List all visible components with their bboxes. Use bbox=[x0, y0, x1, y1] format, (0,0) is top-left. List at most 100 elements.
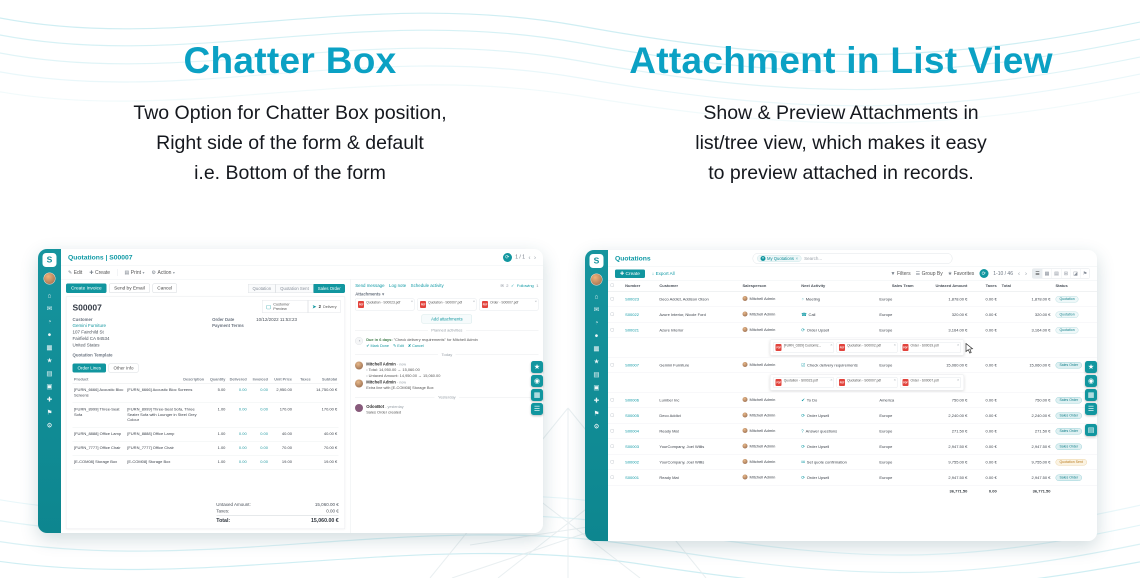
customer-cell[interactable]: YourCompany, Joel Willis bbox=[656, 438, 741, 455]
checkbox-cell[interactable] bbox=[608, 357, 623, 373]
delivered-cell[interactable]: 0.00 bbox=[226, 441, 249, 456]
sidebar-app-icon[interactable]: ✉ bbox=[46, 304, 53, 312]
column-header[interactable]: Quantity bbox=[205, 375, 227, 384]
checkbox-cell[interactable] bbox=[608, 291, 623, 307]
customer-cell[interactable]: Azure Interior bbox=[656, 322, 741, 338]
untaxed-cell[interactable]: 2,240.00 € bbox=[916, 407, 970, 424]
column-header[interactable]: Invoiced bbox=[248, 375, 270, 384]
remove-attachment-icon[interactable]: × bbox=[893, 377, 896, 383]
taxes-cell[interactable]: 0.00 € bbox=[969, 407, 1000, 424]
floating-tool-button[interactable]: ☰ bbox=[531, 403, 543, 415]
column-header[interactable]: Total bbox=[999, 280, 1053, 292]
row-checkbox[interactable] bbox=[610, 397, 614, 402]
attachment-chip[interactable]: PDF Quotation - S00002.pdf × bbox=[836, 342, 898, 353]
create-button[interactable]: ✚Create bbox=[615, 269, 645, 278]
sidebar-app-icon[interactable]: ★ bbox=[593, 357, 600, 365]
view-switcher-button[interactable]: ▦ bbox=[1042, 269, 1052, 278]
customer-link[interactable]: Gemini Furniture bbox=[72, 323, 107, 328]
number-cell[interactable]: S00001 bbox=[622, 469, 657, 486]
column-header[interactable]: Salesperson bbox=[740, 280, 799, 292]
quotation-row[interactable]: S00006 Lumber Inc Mitchell Admin ✔To Do … bbox=[608, 392, 1097, 408]
remove-attachment-icon[interactable]: × bbox=[410, 299, 414, 304]
taxes-cell[interactable]: 0.00 € bbox=[969, 423, 1000, 439]
sidebar-app-icon[interactable]: ⚑ bbox=[593, 409, 600, 417]
view-switcher-button[interactable]: ◪ bbox=[1070, 269, 1080, 278]
delivered-cell[interactable]: 0.00 bbox=[226, 455, 249, 470]
status-step[interactable]: Sales Order bbox=[313, 283, 346, 293]
row-checkbox[interactable] bbox=[610, 362, 614, 367]
next-activity-cell[interactable]: ✔To Do bbox=[798, 392, 877, 408]
unit-price-cell[interactable]: 70.00 bbox=[269, 441, 294, 456]
customer-cell[interactable]: Lumber Inc bbox=[656, 392, 741, 408]
quantity-cell[interactable]: 1.00 bbox=[205, 455, 227, 470]
salesperson-cell[interactable]: Mitchell Admin bbox=[740, 407, 799, 424]
unit-price-cell[interactable]: 40.00 bbox=[269, 427, 294, 442]
sidebar-app-icon[interactable]: ✉ bbox=[593, 305, 600, 313]
taxes-cell[interactable]: 0.00 € bbox=[969, 306, 1000, 323]
view-switcher-button[interactable]: ⊞ bbox=[1061, 269, 1071, 278]
description-cell[interactable]: [E-COM08] Storage Box bbox=[125, 455, 206, 470]
print-menu[interactable]: ▤Print▾ bbox=[125, 270, 145, 276]
attachments-header[interactable]: Attachments ▾ bbox=[355, 292, 538, 297]
remove-attachment-icon[interactable]: × bbox=[893, 342, 896, 348]
salesperson-cell[interactable]: Mitchell Admin bbox=[740, 469, 799, 486]
unit-price-cell[interactable]: 19.00 bbox=[269, 455, 294, 470]
next-activity-cell[interactable]: ☎Call bbox=[798, 306, 877, 323]
cancel-button[interactable]: Cancel bbox=[152, 283, 178, 293]
description-cell[interactable]: [FURN_8888] Office Lamp bbox=[125, 427, 206, 442]
send-by-email-button[interactable]: Send by Email bbox=[109, 283, 150, 293]
number-cell[interactable]: S00003 bbox=[622, 438, 657, 455]
taxes-cell[interactable] bbox=[293, 383, 313, 403]
add-attachments-button[interactable]: Add attachments bbox=[421, 314, 473, 324]
user-avatar[interactable] bbox=[43, 272, 56, 285]
column-header[interactable]: Delivered bbox=[226, 375, 249, 384]
column-header[interactable]: Number bbox=[622, 280, 657, 292]
zoom-tool-button[interactable]: ◉ bbox=[1085, 375, 1097, 387]
paperclip-icon[interactable]: ✉ bbox=[500, 283, 504, 288]
quantity-cell[interactable]: 5.00 bbox=[205, 383, 227, 403]
number-cell[interactable]: S00002 bbox=[622, 454, 657, 470]
untaxed-cell[interactable]: 9,755.00 € bbox=[916, 454, 970, 470]
number-cell[interactable]: S00006 bbox=[622, 392, 657, 408]
product-cell[interactable]: [E-COM08] Storage Box bbox=[72, 455, 126, 470]
menu-tool-button[interactable]: ☰ bbox=[1085, 403, 1097, 415]
untaxed-cell[interactable]: 3,164.00 € bbox=[916, 322, 970, 338]
salesperson-cell[interactable]: Mitchell Admin bbox=[740, 322, 799, 338]
checkbox-cell[interactable] bbox=[608, 392, 623, 408]
notebook-tab[interactable]: Other Info bbox=[108, 363, 139, 373]
facet-remove-icon[interactable]: × bbox=[795, 256, 799, 261]
select-all-checkbox[interactable] bbox=[610, 283, 614, 287]
column-header[interactable]: Description bbox=[125, 375, 206, 384]
search-facet[interactable]: ▼ My Quotations × bbox=[757, 255, 802, 262]
salesperson-cell[interactable]: Mitchell Admin bbox=[740, 392, 799, 408]
customer-cell[interactable]: Azure Interior, Nicole Ford bbox=[656, 306, 741, 323]
quotation-row[interactable]: S00007 Gemini Furniture Mitchell Admin ☑… bbox=[608, 357, 1097, 373]
customer-cell[interactable]: Ready Mat bbox=[656, 423, 741, 439]
attachment-chip[interactable]: PDF [FURN_0269] Customiz... × bbox=[773, 342, 835, 353]
taxes-cell[interactable] bbox=[293, 427, 313, 442]
row-checkbox[interactable] bbox=[610, 413, 614, 417]
number-cell[interactable]: S00022 bbox=[622, 306, 657, 323]
remove-attachment-icon[interactable]: × bbox=[956, 342, 960, 348]
column-header[interactable]: Subtotal bbox=[312, 375, 339, 384]
sales-team-cell[interactable]: Europe bbox=[876, 291, 917, 307]
sidebar-app-icon[interactable]: ▣ bbox=[46, 382, 53, 390]
next-activity-cell[interactable]: ⟳Order Upsell bbox=[798, 438, 877, 455]
salesperson-cell[interactable]: Mitchell Admin bbox=[740, 306, 799, 323]
column-header[interactable]: Status bbox=[1052, 280, 1097, 292]
next-activity-cell[interactable]: ✉Set quote confirmation bbox=[798, 454, 877, 470]
row-checkbox[interactable] bbox=[610, 296, 614, 301]
view-switcher-button[interactable]: ▤ bbox=[1051, 269, 1061, 278]
sales-team-cell[interactable]: Europe bbox=[876, 407, 917, 424]
next-activity-cell[interactable]: ⟳Order Upsell bbox=[798, 407, 877, 424]
create-button[interactable]: ✚Create bbox=[89, 270, 110, 276]
column-header[interactable]: Untaxed Amount bbox=[916, 280, 970, 292]
taxes-cell[interactable]: 0.00 € bbox=[969, 469, 1000, 486]
quotation-row[interactable]: S00002 YourCompany, Joel Willis Mitchell… bbox=[608, 454, 1097, 470]
quotation-row[interactable]: S00023 Deco Addict, Addison Olson Mitche… bbox=[608, 291, 1097, 307]
sales-team-cell[interactable]: Europe bbox=[876, 357, 917, 373]
taxes-cell[interactable]: 0.00 € bbox=[969, 438, 1000, 455]
follower-count[interactable]: 1 bbox=[536, 283, 539, 288]
pager-prev-icon[interactable]: ‹ bbox=[1018, 270, 1020, 277]
view-switcher-button[interactable]: ⚑ bbox=[1080, 269, 1090, 278]
